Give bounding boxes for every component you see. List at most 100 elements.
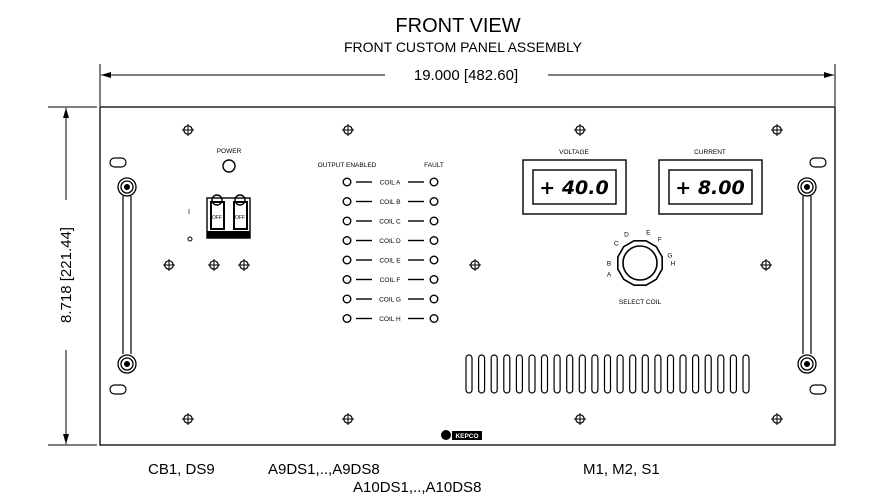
output-enabled-led [342,196,352,206]
output-enabled-led [342,314,352,324]
coil-rows: COIL A COIL B COIL C COIL D COIL E COIL F COIL… [342,177,439,324]
output-enabled-led [342,177,352,187]
switch-off-label-left: OFF [212,215,222,221]
output-enabled-led [342,275,352,285]
power-lamp [222,159,236,173]
coil-label: COIL G [379,296,401,303]
switch-off-mark [187,236,193,242]
vent-slot [704,354,712,394]
coil-row: COIL E [342,255,439,265]
current-label: CURRENT [694,149,726,156]
fault-led [429,235,439,245]
selector-letter: F [658,237,662,244]
vent-slot [629,354,637,394]
height-dimension: 8.718 [221.44] [48,106,97,446]
vent-slot [490,354,498,394]
coil-label: COIL F [380,277,401,284]
coil-label: COIL D [379,238,401,245]
coil-row: COIL B [342,196,439,206]
vent-slot [591,354,599,394]
height-dimension-label: 8.718 [221.44] [58,227,75,323]
vent-slot [717,354,725,394]
coil-label: COIL A [380,179,401,186]
output-enabled-led [342,235,352,245]
selector-letters: AB CD EF GH [607,229,676,278]
kepco-logo: KEPCO [441,430,482,440]
vent-slot [666,354,675,394]
coil-label: COIL E [379,257,401,264]
voltage-meter: VOLTAGE + 40.0 [522,149,627,215]
coil-row: COIL G [342,294,439,304]
power-indicator: POWER [217,148,242,173]
fault-led [429,294,439,304]
output-enabled-led [342,255,352,265]
power-switch[interactable]: I OFF OFF [187,194,251,242]
fault-led [429,177,439,187]
vent-slot [729,354,738,394]
vent-slot [540,354,549,394]
switch-off-label-right: OFF [235,215,245,221]
fault-led [429,314,439,324]
selector-letter: G [667,252,672,259]
selector-letter: A [607,272,612,279]
current-meter: CURRENT + 8.00 [658,149,763,215]
callout-m1-m2-s1: M1, M2, S1 [583,461,660,478]
vent-slot [616,354,624,394]
output-enabled-led [342,294,352,304]
vent-slot [654,354,662,394]
coil-row: COIL F [342,275,439,285]
current-readout: + 8.00 [675,177,744,199]
selector-letter: E [646,229,651,236]
coil-label: COIL C [379,218,401,225]
width-dimension: 19.000 [482.60] [99,64,836,106]
vent-slot [553,354,561,394]
width-dimension-label: 19.000 [482.60] [414,67,518,84]
output-enabled-label: OUTPUT ENABLED [318,162,377,169]
select-coil-knob[interactable]: AB CD EF GH SELECT COIL [607,229,676,306]
drawing-subtitle: FRONT CUSTOM PANEL ASSEMBLY [344,39,583,55]
vent-slot [515,354,524,394]
selector-letter: D [624,231,629,238]
fault-led [429,275,439,285]
panel-screws [162,123,784,426]
coil-row: COIL A [342,177,439,187]
coil-row: COIL H [342,314,439,324]
vent-slot [528,354,536,394]
callout-cb1-ds9: CB1, DS9 [148,461,215,478]
voltage-label: VOLTAGE [559,149,589,156]
coil-label: COIL B [379,199,400,206]
fault-led [429,196,439,206]
mounting-slots [109,157,827,395]
vent-slot [742,354,750,394]
output-enabled-led [342,216,352,226]
vent-slot [578,354,586,394]
logo-text: KEPCO [455,433,478,440]
coil-row: COIL D [342,235,439,245]
coil-label: COIL H [379,316,401,323]
vent-slot [641,354,649,394]
selector-letter: B [607,260,611,267]
callout-a10ds: A10DS1,..,A10DS8 [353,479,481,496]
coil-row: COIL C [342,216,439,226]
vent-slot [691,354,700,394]
right-handle [797,177,817,374]
switch-on-mark: I [188,209,190,216]
vent-slot [679,354,687,394]
fault-led [429,216,439,226]
selector-letter: H [671,260,676,267]
fault-led [429,255,439,265]
drawing-title: FRONT VIEW [395,15,520,37]
power-label: POWER [217,148,242,155]
callout-a9ds: A9DS1,..,A9DS8 [268,461,380,478]
select-coil-label: SELECT COIL [619,299,662,306]
vent-slot [478,354,486,394]
vent-slot [603,354,612,394]
vent-slot [566,354,574,394]
vent-slot [465,354,473,394]
panel-outline [99,106,836,446]
left-handle [117,177,137,374]
selector-letter: C [614,240,619,247]
voltage-readout: + 40.0 [539,177,608,199]
